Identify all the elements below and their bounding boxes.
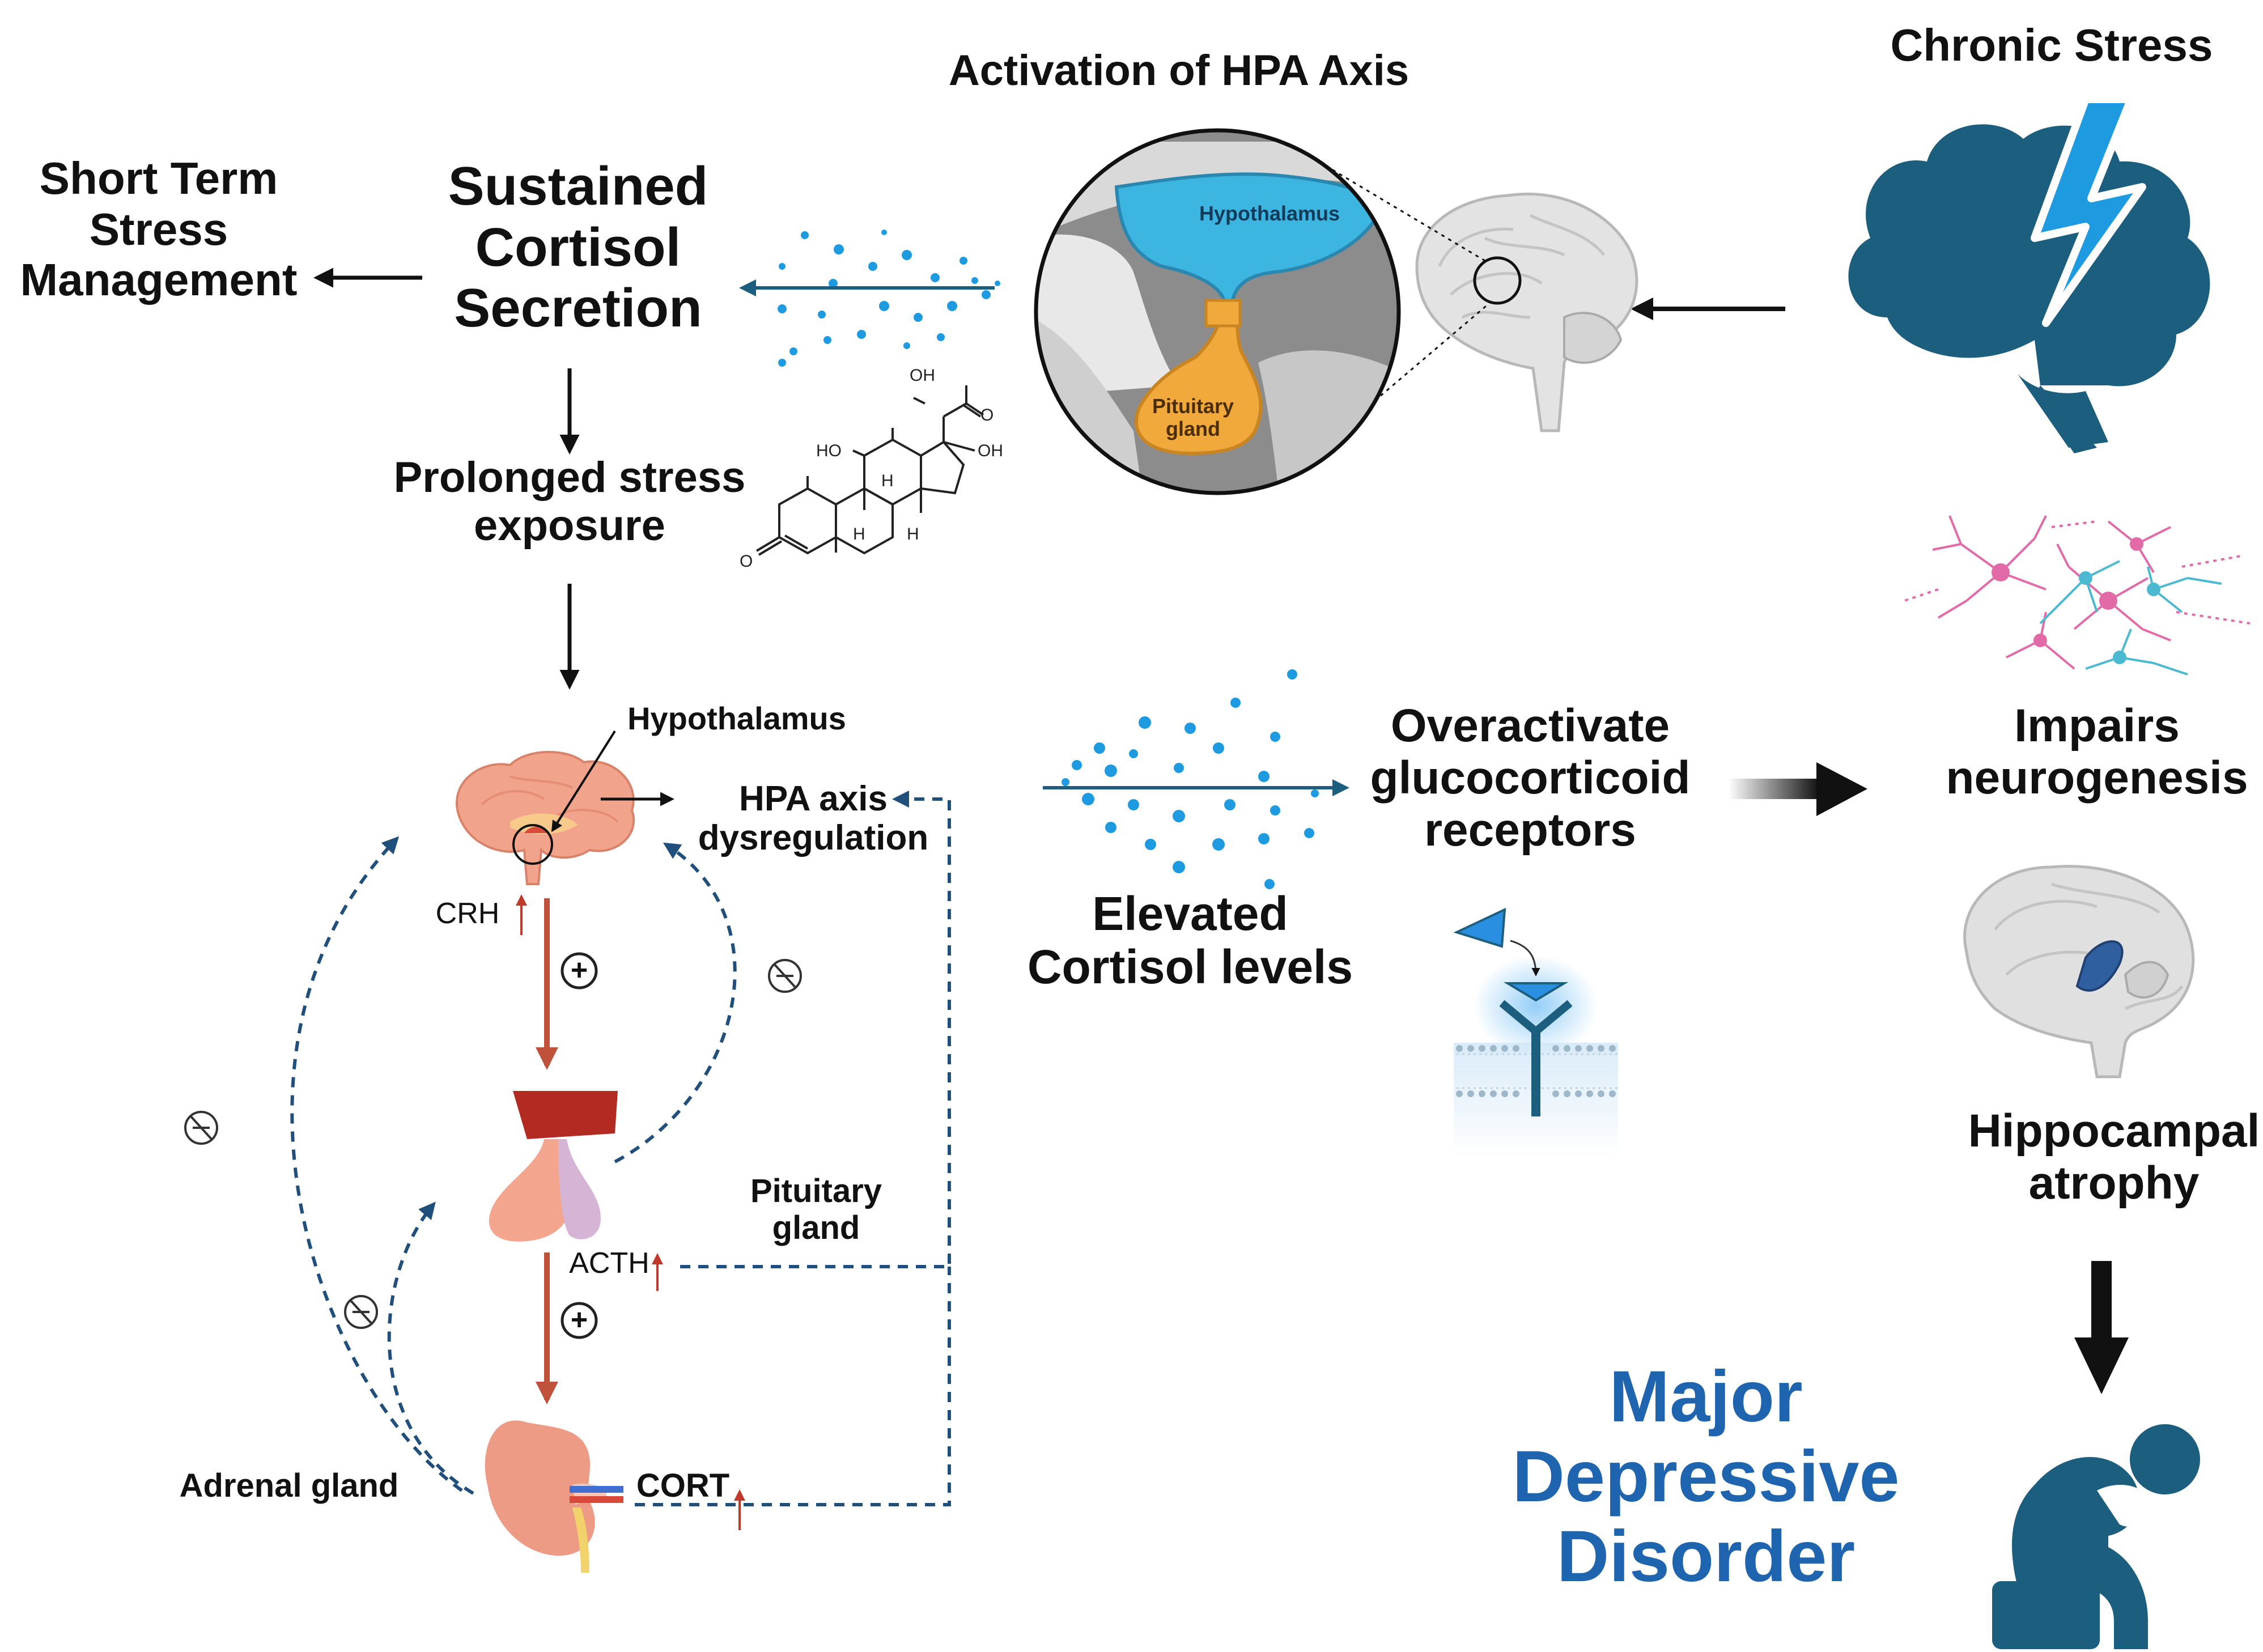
impairs-line-2: neurogenesis [1946, 751, 2248, 804]
atom-o-bottom: O [740, 552, 753, 571]
sustained-line-1: Sustained [448, 156, 708, 216]
elevated-line-1: Elevated [1092, 887, 1288, 940]
hpa-dysregulation-line-2: dysregulation [698, 818, 929, 858]
inhibition-symbols [184, 959, 802, 1329]
feedback-dashed-arrows [290, 791, 951, 1506]
hippocampal-atrophy-label: Hippocampal atrophy [1927, 1105, 2263, 1209]
hpa-dysregulation-line-1: HPA axis [739, 779, 888, 818]
depressed-person-icon [1992, 1424, 2200, 1649]
hippocampal-line-1: Hippocampal [1968, 1105, 2260, 1157]
atom-o-ketone: O [980, 406, 993, 424]
atom-h-1: H [881, 472, 894, 490]
sustained-line-3: Secretion [454, 278, 702, 339]
mdd-label: Major Depressive Disorder [1496, 1357, 1916, 1596]
elevated-cortisol-label: Elevated Cortisol levels [1009, 887, 1372, 993]
mdd-line-3: Disorder [1556, 1515, 1856, 1597]
atom-h-3: H [907, 525, 919, 543]
acth-label: ACTH [569, 1247, 649, 1280]
sustained-line-2: Cortisol [475, 216, 681, 278]
short-term-label: Short Term Stress Management [0, 153, 317, 305]
hpa-dysregulation-label: HPA axis dysregulation [674, 779, 952, 858]
overactivate-line-3: receptors [1424, 804, 1636, 856]
atom-oh-right: OH [978, 441, 1003, 460]
arrow-atrophy-to-mdd-head [2074, 1337, 2129, 1394]
cortisol-particles-middle [1062, 669, 1319, 889]
hypothalamus-brain-icon [456, 750, 635, 885]
pituitary-gland-icon [489, 1091, 618, 1242]
pituitary-line-1: Pituitary [750, 1173, 882, 1209]
cortisol-particles-top [778, 230, 1000, 367]
sagittal-brain-icon [1415, 192, 1638, 432]
atom-h-2: H [853, 525, 865, 543]
arrow-receptors-to-neurogenesis-shaft [1729, 779, 1819, 799]
mdd-line-1: Major [1609, 1356, 1803, 1437]
atom-oh-top: OH [910, 366, 935, 385]
plus-symbol-1: + [570, 954, 588, 987]
overactivate-receptors-label: Overactivate glucocorticoid receptors [1349, 700, 1712, 856]
arrow-atrophy-to-mdd-shaft [2091, 1261, 2112, 1340]
stimulate-circles [561, 952, 598, 1339]
crh-label: CRH [435, 897, 500, 930]
prolonged-stress-label: Prolonged stress exposure [374, 453, 765, 550]
pituitary-line-2: gland [772, 1209, 860, 1246]
chronic-stress-title: Chronic Stress [1890, 20, 2213, 70]
activation-title: Activation of HPA Axis [948, 46, 1409, 95]
prolonged-line-2: exposure [474, 502, 665, 550]
adrenal-kidney-icon [485, 1420, 623, 1573]
zoom-pituitary-label: Pituitary gland [1128, 394, 1258, 441]
adrenal-gland-label: Adrenal gland [179, 1467, 399, 1504]
arrow-receptors-to-neurogenesis-head [1816, 762, 1867, 816]
cortisol-molecule-structure [755, 385, 984, 556]
prolonged-line-1: Prolonged stress [393, 453, 746, 502]
atom-ho-left: HO [816, 441, 842, 460]
impairs-neurogenesis-label: Impairs neurogenesis [1904, 700, 2263, 804]
overactivate-line-1: Overactivate [1390, 700, 1670, 751]
short-term-line-2: Stress [89, 203, 228, 254]
glucocorticoid-receptor-icon [1453, 907, 1618, 1156]
hypothalamus-label: Hypothalamus [627, 700, 846, 736]
elevated-line-2: Cortisol levels [1027, 940, 1353, 994]
cort-label: CORT [636, 1467, 730, 1504]
neurons-icon [1904, 515, 2251, 676]
short-term-line-1: Short Term [39, 153, 278, 203]
mdd-line-2: Depressive [1512, 1436, 1900, 1517]
zoom-hypothalamus-label: Hypothalamus [1199, 202, 1340, 225]
zoom-pituitary-line-1: Pituitary [1152, 394, 1234, 418]
impairs-line-1: Impairs [2014, 700, 2180, 751]
pituitary-gland-label: Pituitary gland [720, 1173, 912, 1247]
pointer-to-hypothalamus [551, 730, 616, 833]
hippocampus-brain-icon [1963, 865, 2195, 1078]
sustained-cortisol-label: Sustained Cortisol Secretion [419, 156, 737, 339]
molecule-atom-labels: OH O OH HO H H H O [740, 366, 1003, 571]
hippocampal-line-2: atrophy [2028, 1157, 2200, 1209]
zoom-line-top [1311, 156, 1485, 262]
zoom-pituitary-line-2: gland [1166, 417, 1220, 441]
short-term-line-3: Management [20, 254, 298, 305]
zoom-circle [1034, 128, 1401, 495]
overactivate-line-2: glucocorticoid [1370, 751, 1691, 804]
plus-symbol-2: + [570, 1303, 588, 1336]
chronic-stress-brain-icon [1848, 95, 2210, 453]
